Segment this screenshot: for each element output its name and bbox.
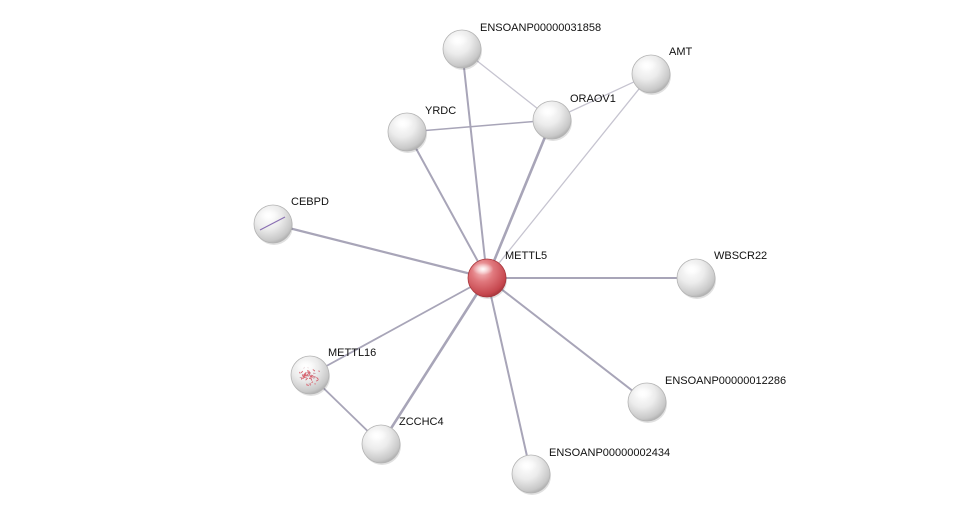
node-zcchc4[interactable]: ZCCHC4	[361, 416, 444, 465]
node-cebpd[interactable]: CEBPD	[253, 196, 329, 245]
node-label-yrdc: YRDC	[425, 105, 456, 117]
node-yrdc[interactable]: YRDC	[387, 105, 456, 153]
node-highlight	[632, 386, 654, 400]
node-ensoanp00000031858[interactable]: ENSOANP00000031858	[442, 22, 601, 70]
edge-mettl5-ensoanp00000012286[interactable]	[486, 277, 648, 403]
node-label-amt: AMT	[669, 46, 693, 58]
node-highlight	[258, 208, 280, 222]
node-label-mettl16: METTL16	[328, 347, 376, 359]
node-label-ensoanp00000012286: ENSOANP00000012286	[665, 375, 786, 387]
node-ensoanp00000002434[interactable]: ENSOANP00000002434	[511, 447, 670, 495]
node-label-cebpd: CEBPD	[291, 196, 329, 208]
node-label-wbscr22: WBSCR22	[714, 250, 767, 262]
node-highlight	[447, 33, 469, 47]
node-label-oraov1: ORAOV1	[570, 93, 616, 105]
node-amt[interactable]: AMT	[631, 46, 693, 95]
edge-mettl5-cebpd[interactable]	[271, 222, 489, 280]
edge-mettl5-oraov1[interactable]	[485, 118, 554, 280]
node-highlight	[366, 428, 388, 442]
edge-mettl5-yrdc[interactable]	[406, 131, 488, 279]
edge-mettl5-mettl16[interactable]	[309, 277, 488, 376]
node-oraov1[interactable]: ORAOV1	[532, 93, 616, 141]
edge-mettl5-zcchc4[interactable]	[379, 276, 489, 446]
node-label-ensoanp00000002434: ENSOANP00000002434	[549, 447, 670, 459]
node-mettl16[interactable]: METTL16	[290, 347, 376, 396]
node-highlight	[537, 104, 559, 118]
edge-yrdc-oraov1[interactable]	[406, 119, 553, 133]
node-label-mettl5: METTL5	[505, 250, 547, 262]
edge-mettl5-amt[interactable]	[486, 73, 652, 279]
node-mettl5[interactable]: METTL5	[467, 250, 547, 299]
node-label-ensoanp00000031858: ENSOANP00000031858	[480, 22, 601, 34]
node-label-zcchc4: ZCCHC4	[399, 416, 444, 428]
node-highlight	[681, 262, 703, 276]
node-highlight	[636, 58, 658, 72]
node-highlight	[472, 262, 494, 276]
edge-mettl5-ensoanp00000002434[interactable]	[486, 277, 532, 475]
node-highlight	[392, 116, 414, 130]
node-ensoanp00000012286[interactable]: ENSOANP00000012286	[627, 375, 786, 423]
node-wbscr22[interactable]: WBSCR22	[676, 250, 767, 299]
node-highlight	[516, 458, 538, 472]
edge-mettl5-ensoanp00000031858[interactable]	[461, 48, 488, 279]
node-highlight	[295, 359, 317, 373]
structure-helix-icon	[259, 216, 286, 231]
